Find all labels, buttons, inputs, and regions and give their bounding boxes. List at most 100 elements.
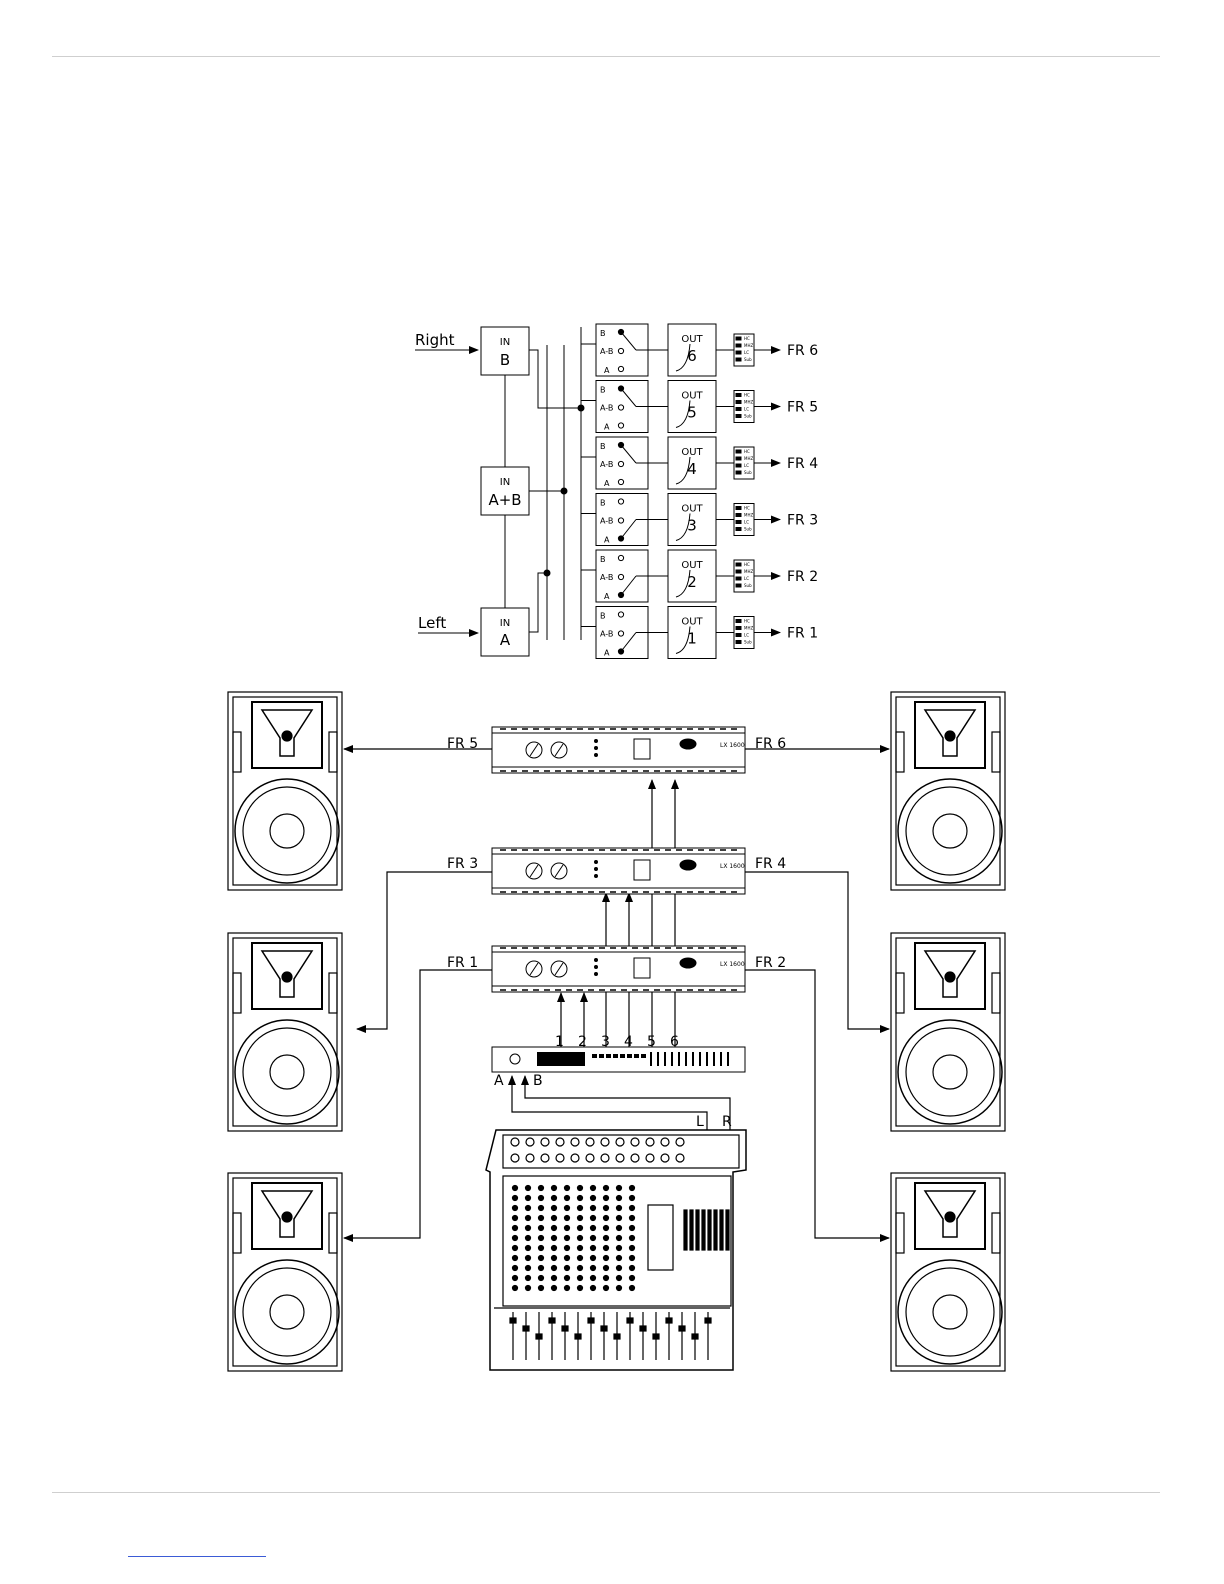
output-row: B A-B A OUT 2 HC MHZ LC Sub FR 2	[581, 550, 818, 602]
processor-in-a: A	[494, 1073, 504, 1089]
speaker-cabinet	[228, 933, 342, 1131]
svg-text:A: A	[604, 649, 610, 658]
in-a-label: A	[500, 631, 511, 649]
svg-text:A-B: A-B	[600, 404, 613, 413]
speaker-cabinet	[228, 1173, 342, 1371]
svg-text:B: B	[600, 329, 606, 338]
svg-text:HC: HC	[744, 619, 750, 624]
svg-text:LC: LC	[744, 463, 749, 468]
output-row: B A-B A OUT 5 HC MHZ LC Sub FR 5	[581, 381, 818, 433]
amp-mid-left-label: FR 3	[447, 856, 478, 872]
svg-text:HC: HC	[744, 393, 750, 398]
fr-output-label: FR 2	[787, 569, 818, 585]
svg-text:Sub: Sub	[744, 470, 752, 475]
svg-text:A-B: A-B	[600, 347, 613, 356]
svg-text:HC: HC	[744, 562, 750, 567]
amp-bot-left-label: FR 1	[447, 955, 478, 971]
svg-text:LC: LC	[744, 576, 749, 581]
amp-top-right-label: FR 6	[755, 736, 786, 752]
output-row: B A-B A OUT 3 HC MHZ LC Sub FR 3	[581, 494, 818, 546]
in-b-label: B	[500, 351, 510, 369]
svg-text:OUT: OUT	[681, 617, 703, 628]
svg-text:MHZ: MHZ	[744, 456, 753, 461]
amplifier: LX 1600	[492, 848, 745, 894]
input-left-label: Left	[418, 614, 446, 632]
speaker-cabinet	[891, 692, 1005, 890]
fr-output-label: FR 4	[787, 456, 818, 472]
svg-text:A-B: A-B	[600, 460, 613, 469]
fr-output-label: FR 6	[787, 343, 818, 359]
processor-in-b: B	[533, 1073, 543, 1089]
out-number: 4	[687, 460, 697, 478]
output-row: B A-B A OUT 1 HC MHZ LC Sub FR 1	[581, 607, 818, 659]
amp-mid-right-label: FR 4	[755, 856, 786, 872]
svg-text:A-B: A-B	[600, 630, 613, 639]
svg-text:B: B	[600, 499, 606, 508]
speaker-cabinet	[891, 1173, 1005, 1371]
svg-text:LC: LC	[744, 350, 749, 355]
svg-text:B: B	[600, 612, 606, 621]
svg-text:A: A	[604, 366, 610, 375]
out-number: 2	[687, 573, 697, 591]
svg-text:OUT: OUT	[681, 391, 703, 402]
amp-bot-right-label: FR 2	[755, 955, 786, 971]
svg-text:Sub: Sub	[744, 527, 752, 532]
svg-text:Sub: Sub	[744, 583, 752, 588]
out-number: 3	[687, 517, 697, 535]
output-row: B A-B A OUT 6 HC MHZ LC Sub FR 6	[581, 324, 818, 376]
svg-text:Sub: Sub	[744, 357, 752, 362]
out-number: 6	[687, 347, 697, 365]
svg-text:IN: IN	[500, 477, 510, 488]
svg-text:LC: LC	[744, 407, 749, 412]
speaker-processor	[492, 1047, 745, 1072]
svg-text:Sub: Sub	[744, 414, 752, 419]
svg-text:HC: HC	[744, 336, 750, 341]
in-ab-label: A+B	[488, 491, 521, 509]
svg-text:OUT: OUT	[681, 334, 703, 345]
output-row: BA-BAOUT4HCMHZLCSubFR 4	[581, 437, 818, 489]
svg-text:IN: IN	[500, 337, 510, 348]
out-number: 1	[687, 630, 697, 648]
input-right-label: Right	[415, 331, 455, 349]
svg-text:MHZ: MHZ	[744, 513, 753, 518]
svg-text:OUT: OUT	[681, 447, 703, 458]
amplifier: LX 1600	[492, 727, 745, 773]
mixing-console	[486, 1130, 746, 1370]
svg-text:MHZ: MHZ	[744, 400, 753, 405]
svg-text:A: A	[604, 592, 610, 601]
fr-output-label: FR 5	[787, 400, 818, 416]
mixer-r-label: R	[722, 1114, 732, 1130]
amplifiers: LX 1600 LX 1600 LX 1600	[492, 727, 745, 992]
amp-top-left-label: FR 5	[447, 736, 478, 752]
amp-model: LX 1600	[720, 863, 745, 870]
amp-model: LX 1600	[720, 961, 745, 968]
out-number: 5	[687, 404, 697, 422]
svg-text:Sub: Sub	[744, 640, 752, 645]
svg-text:OUT: OUT	[681, 504, 703, 515]
svg-text:B: B	[600, 386, 606, 395]
svg-text:MHZ: MHZ	[744, 626, 753, 631]
svg-text:MHZ: MHZ	[744, 569, 753, 574]
svg-text:B: B	[600, 555, 606, 564]
routing-diagram: Right Left IN B IN A+B IN A	[415, 327, 584, 656]
svg-text:A: A	[604, 536, 610, 545]
svg-text:HC: HC	[744, 506, 750, 511]
mixer-l-label: L	[696, 1114, 704, 1130]
svg-text:LC: LC	[744, 520, 749, 525]
svg-text:MHZ: MHZ	[744, 343, 753, 348]
amp-model: LX 1600	[720, 742, 745, 749]
fr-output-label: FR 1	[787, 626, 818, 642]
svg-text:HC: HC	[744, 449, 750, 454]
svg-text:OUT: OUT	[681, 560, 703, 571]
speaker-cabinet	[891, 933, 1005, 1131]
svg-text:B: B	[600, 442, 606, 451]
svg-text:LC: LC	[744, 633, 749, 638]
fr-output-label: FR 3	[787, 513, 818, 529]
svg-text:A-B: A-B	[600, 573, 613, 582]
amplifier: LX 1600	[492, 946, 745, 992]
svg-text:A-B: A-B	[600, 517, 613, 526]
svg-text:IN: IN	[500, 618, 510, 629]
svg-text:A: A	[604, 423, 610, 432]
